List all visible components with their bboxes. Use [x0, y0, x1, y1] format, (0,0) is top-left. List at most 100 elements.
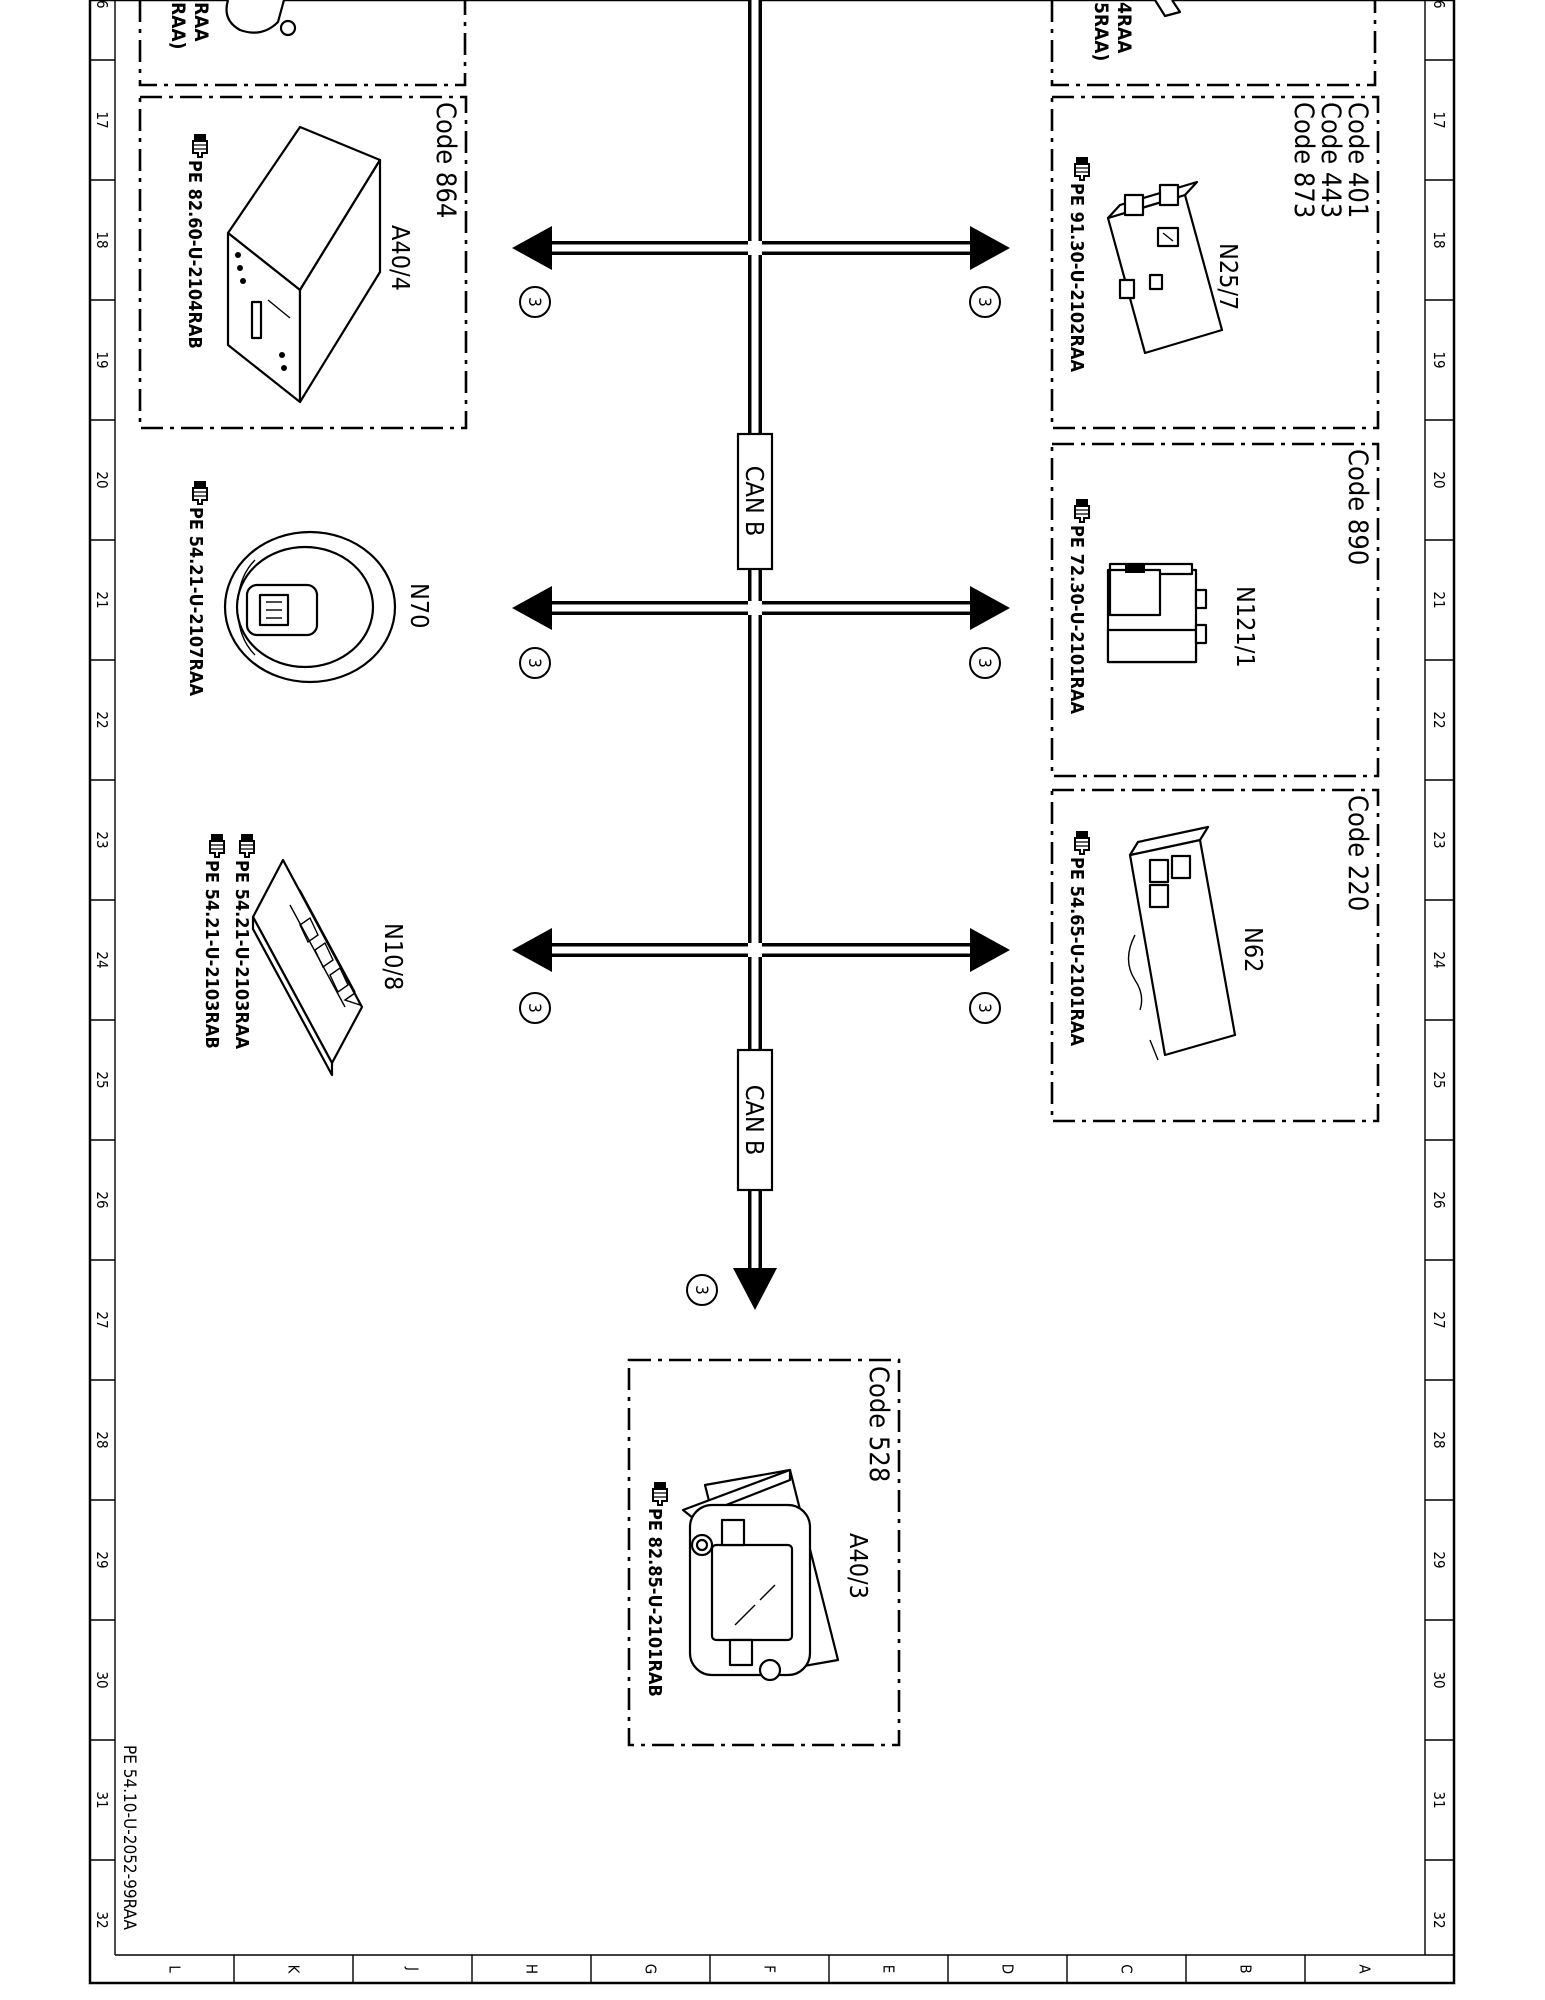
row-number-label: 25 — [1430, 1071, 1448, 1088]
row-number-label: 18 — [1430, 231, 1448, 248]
component-a40-3: Code 528 A40/3 PE 82.85-U-2101RAB — [627, 1358, 901, 1747]
n25-7-code-1: Code 401 — [1342, 102, 1373, 218]
row-ticks — [90, 59, 1454, 1861]
column-letter-label: L — [166, 1965, 184, 1973]
svg-text:3: 3 — [974, 1003, 994, 1013]
connector-circle-icon: 3 — [969, 647, 1001, 679]
row-number-label: 26 — [1430, 1191, 1448, 1208]
footer-reference: PE 54.10-U-2052-99RAA — [119, 1745, 139, 1931]
column-letter-label: C — [1118, 1964, 1136, 1973]
a40-4-code: Code 864 — [430, 102, 461, 218]
column-letter-label: F — [761, 1965, 779, 1973]
column-letter-label: E — [880, 1965, 898, 1974]
n10-8-name: N10/8 — [379, 923, 408, 990]
reference-hand-icon — [239, 833, 255, 858]
row-number-label: 22 — [93, 711, 111, 728]
bus-branch-row-24 — [512, 928, 1010, 972]
n25-7-device-drawing — [1106, 180, 1224, 355]
row-number-label: 27 — [1430, 1311, 1448, 1328]
row-number-label: 28 — [1430, 1431, 1448, 1448]
svg-text:3: 3 — [524, 297, 544, 307]
a40-4-name: A40/4 — [386, 225, 415, 291]
bus-branch-row-21 — [512, 586, 1010, 630]
n121-1-code: Code 890 — [1342, 449, 1373, 565]
row-number-label: 19 — [93, 351, 111, 368]
a40-4-reference: PE 82.60-U-2104RAB — [184, 160, 205, 349]
connector-circle-icon: 3 — [519, 992, 551, 1024]
row-number-label: 27 — [93, 1311, 111, 1328]
partial-box-right: 4RAA 5RAA) — [1050, 0, 1377, 87]
n25-7-reference: PE 91.30-U-2102RAA — [1066, 183, 1087, 372]
n62-name: N62 — [1239, 927, 1268, 972]
row-number-label: 32 — [93, 1911, 111, 1928]
n70-name: N70 — [405, 583, 434, 628]
row-number-label: 16 — [1430, 0, 1448, 9]
row-number-label: 24 — [1430, 951, 1448, 968]
component-n25-7: Code 401 Code 443 Code 873 N25/7 PE 91.3… — [1050, 95, 1380, 430]
row-number-label: 31 — [93, 1791, 111, 1808]
n25-7-code-2: Code 443 — [1315, 102, 1346, 218]
n10-8-reference-1: PE 54.21-U-2103RAA — [231, 860, 252, 1049]
svg-text:3: 3 — [524, 658, 544, 668]
row-number-label: 23 — [93, 831, 111, 848]
connector-circle-icon: 3 — [519, 286, 551, 318]
component-a40-4: Code 864 A40/4 PE 82.60-U-2104RAB — [138, 95, 468, 430]
component-n121-1: Code 890 N121/1 PE 72.30-U-2101RAA — [1050, 442, 1380, 778]
row-number-label: 18 — [93, 231, 111, 248]
svg-text:3: 3 — [974, 297, 994, 307]
component-n10-8: N10/8 PE 54.21-U-2103RAA PE 54.21-U-2103… — [201, 833, 408, 1077]
arrow-head-icon — [512, 928, 552, 972]
a40-3-reference: PE 82.85-U-2101RAB — [644, 1508, 665, 1697]
reference-hand-icon — [192, 480, 208, 505]
reference-hand-icon — [209, 833, 225, 858]
svg-text:3: 3 — [524, 1003, 544, 1013]
partial-left-line-1: RAA — [190, 2, 212, 42]
column-letter-label: G — [642, 1964, 660, 1974]
partial-right-line-2: 5RAA) — [1090, 2, 1112, 61]
column-letter-label: D — [999, 1964, 1017, 1974]
n121-1-reference: PE 72.30-U-2101RAA — [1066, 525, 1087, 714]
column-ticks — [233, 1955, 1306, 1983]
row-number-label: 31 — [1430, 1791, 1448, 1808]
row-number-label: 17 — [1430, 111, 1448, 128]
row-number-label: 21 — [1430, 591, 1448, 608]
a40-3-name: A40/3 — [844, 1533, 873, 1599]
component-n62: Code 220 N62 PE 54.65-U-2101RAA — [1050, 788, 1380, 1123]
reference-hand-icon — [1074, 498, 1090, 523]
connector-circle-icon: 3 — [969, 992, 1001, 1024]
connector-circle-icon: 3 — [686, 1274, 718, 1306]
component-n70: N70 PE 54.21-U-2107RAA — [185, 480, 434, 696]
a40-3-device-drawing — [681, 1468, 840, 1682]
row-number-label: 25 — [93, 1071, 111, 1088]
column-letter-label: A — [1356, 1964, 1374, 1974]
can-b-label-2: CAN B — [740, 1085, 769, 1155]
column-letter-label: B — [1237, 1964, 1255, 1973]
arrow-head-icon — [970, 928, 1010, 972]
arrow-head-icon — [970, 586, 1010, 630]
row-number-label: 24 — [93, 951, 111, 968]
row-number-label: 17 — [93, 111, 111, 128]
connector-markers: 3 3 3 3 3 3 3 — [519, 286, 1001, 1306]
row-number-label: 30 — [93, 1671, 111, 1688]
bus-branch-row-18 — [512, 226, 1010, 270]
n62-reference: PE 54.65-U-2101RAA — [1066, 857, 1087, 1046]
n10-8-device-drawing — [251, 858, 364, 1077]
row-number-label: 28 — [93, 1431, 111, 1448]
row-number-label: 26 — [93, 1191, 111, 1208]
n121-1-device-drawing — [1106, 562, 1208, 664]
n62-code: Code 220 — [1342, 795, 1373, 911]
row-number-label: 19 — [1430, 351, 1448, 368]
svg-text:3: 3 — [974, 658, 994, 668]
row-number-label: 30 — [1430, 1671, 1448, 1688]
reference-hand-icon — [1074, 830, 1090, 855]
partial-left-line-2: RAA) — [167, 2, 189, 49]
n10-8-reference-2: PE 54.21-U-2103RAB — [201, 860, 222, 1049]
row-number-label: 32 — [1430, 1911, 1448, 1928]
can-b-bus: CAN B CAN B — [512, 0, 1010, 1310]
svg-text:3: 3 — [691, 1285, 711, 1295]
arrow-head-icon — [970, 226, 1010, 270]
n70-device-drawing — [223, 530, 397, 684]
a40-4-device-drawing — [226, 125, 382, 404]
